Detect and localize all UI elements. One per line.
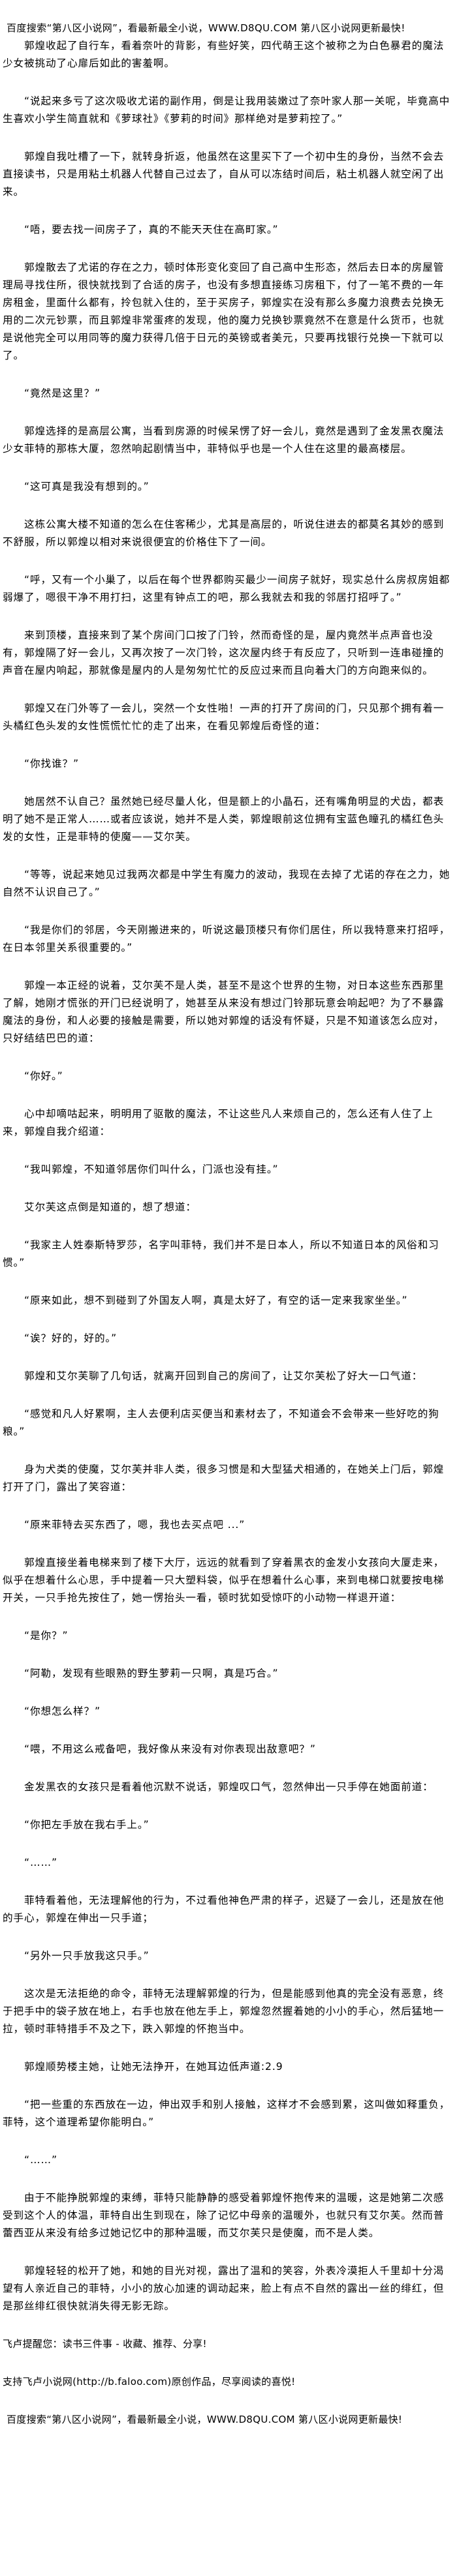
story-paragraph: 来到顶楼，直接来到了某个房间门口按了门铃，然而奇怪的是，屋内竟然半点声音也没有，… bbox=[3, 629, 445, 676]
story-paragraph: 郭煌收起了自行车，看着奈叶的背影，有些好笑，四代萌王这个被称之为白色暴君的魔法少… bbox=[3, 40, 445, 69]
story-paragraph: “感觉和凡人好累啊，主人去便利店买便当和素材去了，不知道会不会带来一些好吃的狗粮… bbox=[3, 1408, 439, 1437]
story-paragraph: “这可真是我没有想到的。” bbox=[24, 481, 150, 492]
story-paragraph: 郭煌一本正经的说着，艾尔芙不是人类，甚至不是这个世界的生物，对日本这些东西那里了… bbox=[3, 980, 445, 1044]
story-paragraph: 这次是无法拒绝的命令，菲特无法理解郭煌的行为，但是能感到他真的完全没有恶意，终于… bbox=[3, 1988, 445, 2035]
story-paragraph: “阿勒，发现有些眼熟的野生萝莉一只啊，真是巧合。” bbox=[24, 1668, 279, 1679]
support-notice: 支持飞卢小说网(http://b.faloo.com)原创作品，尽享阅读的喜悦! bbox=[3, 2376, 296, 2388]
story-paragraph: 郭煌顺势楼主她，让她无法挣开，在她耳边低声道:2.9 bbox=[24, 2061, 283, 2073]
story-paragraph: 郭煌自我吐槽了一下，就转身折返，他虽然在这里买下了一个初中生的身份，当然不会去直… bbox=[3, 151, 445, 198]
story-paragraph: “把一些重的东西放在一边，伸出双手和别人接触，这样才不会感到累，这叫做如释重负，… bbox=[3, 2099, 450, 2128]
site-promo-banner-top: 百度搜索“第八区小说网”，看最新最全小说，WWW.D8QU.COM 第八区小说网… bbox=[7, 22, 405, 34]
chapter-body: 郭煌收起了自行车，看着奈叶的背影，有些好笑，四代萌王这个被称之为白色暴君的魔法少… bbox=[3, 37, 450, 2315]
story-paragraph: “等等，说起来她见过我两次都是中学生有魔力的波动，我现在去掉了尤诺的存在之力，她… bbox=[3, 869, 450, 898]
story-paragraph: “……” bbox=[24, 1857, 57, 1868]
chapter-page: 百度搜索“第八区小说网”，看最新最全小说，WWW.D8QU.COM 第八区小说网… bbox=[3, 22, 450, 2425]
story-paragraph: “竟然是这里？” bbox=[24, 387, 101, 399]
story-paragraph: “另外一只手放我这只手。” bbox=[24, 1950, 150, 1962]
story-paragraph: 郭煌直接坐着电梯来到了楼下大厅，远远的就看到了穿着黑衣的金发小女孩向大厦走来，似… bbox=[3, 1557, 445, 1604]
story-paragraph: “原来如此，想不到碰到了外国友人啊，真是太好了，有空的话一定来我家坐坐。” bbox=[24, 1295, 408, 1306]
story-paragraph: 郭煌选择的是高层公寓，当看到房源的时候呆愣了好一会儿，竟然是遇到了金发黑衣魔法少… bbox=[3, 425, 445, 455]
story-paragraph: 郭煌和艾尔芙聊了几句话，就离开回到自己的房间了，让艾尔芙松了好大一口气道： bbox=[24, 1370, 423, 1382]
site-promo-banner-bottom: 百度搜索“第八区小说网”，看最新最全小说，WWW.D8QU.COM 第八区小说网… bbox=[7, 2414, 403, 2425]
story-paragraph: “你找谁？” bbox=[24, 758, 79, 770]
story-paragraph: “说起来多亏了这次吸收尤诺的副作用，倒是让我用装嫩过了奈叶家人那一关呢，毕竟高中… bbox=[3, 95, 450, 125]
story-paragraph: “喂，不用这么戒备吧，我好像从来没有对你表现出敌意吧？” bbox=[24, 1743, 316, 1755]
story-paragraph: “原来菲特去买东西了，嗯，我也去买点吧 ...” bbox=[24, 1519, 245, 1531]
story-paragraph: “唔，要去找一间房子了，真的不能天天住在高町家。” bbox=[24, 224, 279, 235]
story-paragraph: “……” bbox=[24, 2154, 57, 2166]
story-paragraph: 这栋公寓大楼不知道的怎么在住客稀少，尤其是高层的，听说住进去的都莫名其妙的感到不… bbox=[3, 518, 445, 548]
story-paragraph: 郭煌轻轻的松开了她，和她的目光对视，露出了温和的笑容，外表冷漠拒人千里却十分渴望… bbox=[3, 2265, 445, 2312]
story-paragraph: “你好。” bbox=[24, 1070, 63, 1082]
story-paragraph: 她居然不认自己？虽然她已经尽量人化，但是额上的小晶石，还有嘴角明显的犬齿，都表明… bbox=[3, 796, 445, 843]
story-paragraph: 金发黑衣的女孩只是看着他沉默不说话，郭煌叹口气，忽然伸出一只手停在她面前道： bbox=[24, 1781, 433, 1793]
story-paragraph: 郭煌又在门外等了一会儿，突然一个女性啪！一声的打开了房间的门，只见那个拥有着一头… bbox=[3, 702, 445, 732]
story-paragraph: 菲特看着他，无法理解他的行为，不过看他神色严肃的样子，迟疑了一会儿，还是放在他的… bbox=[3, 1895, 445, 1924]
story-paragraph: “我是你们的邻居，今天刚搬进来的，听说这最顶楼只有你们居住，所以我特意来打招呼，… bbox=[3, 924, 450, 953]
story-paragraph: 心中却嘀咕起来，明明用了驱散的魔法，不让这些凡人来烦自己的，怎么还有人住了上来，… bbox=[3, 1108, 433, 1137]
story-paragraph: “是你？” bbox=[24, 1630, 69, 1641]
story-paragraph: “呼，又有一个小巢了，以后在每个世界都购买最少一间房子就好，现实总什么房叔房姐都… bbox=[3, 574, 450, 603]
story-paragraph: “你想怎么样？” bbox=[24, 1705, 101, 1717]
story-paragraph: 艾尔芙这点倒是知道的，想了想道： bbox=[24, 1201, 197, 1213]
story-paragraph: “我叫郭煌，不知道邻居你们叫什么，门派也没有挂。” bbox=[24, 1163, 279, 1175]
story-paragraph: “我家主人姓泰斯特罗莎，名字叫菲特，我们并不是日本人，所以不知道日本的风俗和习惯… bbox=[3, 1239, 439, 1268]
story-paragraph: “诶？好的，好的。” bbox=[24, 1332, 118, 1344]
story-paragraph: 郭煌散去了尤诺的存在之力，顿时体形变化变回了自己高中生形态，然后去日本的房屋管理… bbox=[3, 262, 445, 361]
story-paragraph: “你把左手放在我右手上。” bbox=[24, 1819, 150, 1831]
reading-reminder: 飞卢提醒您：读书三件事 - 收藏、推荐、分享! bbox=[3, 2338, 207, 2350]
story-paragraph: 由于不能挣脱郭煌的束缚，菲特只能静静的感受着郭煌怀抱传来的温暖，这是她第二次感受… bbox=[3, 2192, 445, 2239]
story-paragraph: 身为犬类的使魔，艾尔芙并非人类，很多习惯是和大型猛犬相通的，在她关上门后，郭煌打… bbox=[3, 1463, 445, 1493]
